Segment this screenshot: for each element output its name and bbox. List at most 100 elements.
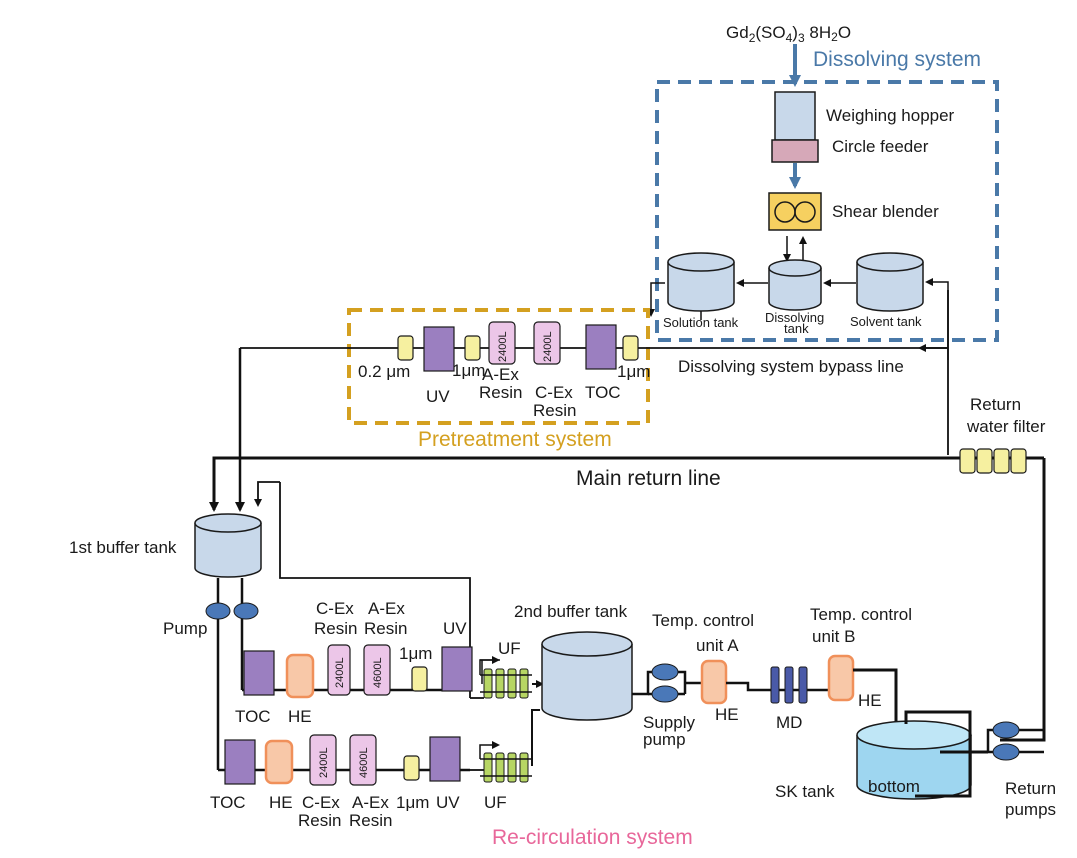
- return-water-filter-label-1: Return: [970, 395, 1021, 414]
- temp-control-b-label-1: Temp. control: [810, 605, 912, 624]
- pretreatment-border: [347, 308, 650, 425]
- recirc-top-toc-label: TOC: [235, 707, 271, 726]
- pretreat-a-ex-label-1: A-Ex: [482, 365, 519, 384]
- recirc-bot-he-label: HE: [269, 793, 293, 812]
- pretreat-a-ex-label-2: Resin: [479, 383, 522, 402]
- recirc-top-c-ex-label-2: Resin: [314, 619, 357, 638]
- pretreat-filter-1b-label: 1μm: [617, 362, 650, 381]
- recirc-bot-c-ex-volume: 2400L: [318, 747, 330, 778]
- bypass-line-label: Dissolving system bypass line: [678, 357, 904, 376]
- dissolving-system: Dissolving system Gd2(SO4)3 8H2O Weighin…: [647, 23, 999, 360]
- first-buffer-tank: [194, 513, 262, 578]
- pump-1: [205, 602, 231, 620]
- recirc-top-uv-label: UV: [443, 619, 467, 638]
- recirc-top-c-ex-label-1: C-Ex: [316, 599, 354, 618]
- recirc-bot-uv-label: UV: [436, 793, 460, 812]
- return-pump-2: [992, 743, 1020, 761]
- pretreat-c-ex-label-2: Resin: [533, 401, 576, 420]
- recirc-bot-a-ex-resin: [349, 734, 377, 786]
- return-pumps-label-2: pumps: [1005, 800, 1056, 819]
- temp-control-a-label-2: unit A: [696, 636, 739, 655]
- first-buffer-tank-label: 1st buffer tank: [69, 538, 177, 557]
- second-buffer-tank: [541, 631, 633, 721]
- supply-pump-1: [651, 663, 679, 681]
- pretreat-toc-label: TOC: [585, 383, 621, 402]
- return-water-filter: [959, 448, 1027, 474]
- recirc-top-uf-label: UF: [498, 639, 521, 658]
- recirc-bot-uf: [480, 752, 532, 783]
- supply-pump-label-2: pump: [643, 730, 686, 749]
- pretreat-uv: [423, 326, 455, 372]
- recirc-bot-toc-label: TOC: [210, 793, 246, 812]
- recirc-bot-c-ex-label-1: C-Ex: [302, 793, 340, 812]
- return-pumps-label-1: Return: [1005, 779, 1056, 798]
- recirc-bot-filter: [403, 755, 420, 781]
- pretreatment-title: Pretreatment system: [418, 428, 612, 451]
- pretreat-filter-1a: [464, 335, 481, 361]
- pretreat-filter-02: [397, 335, 414, 361]
- solvent-tank-label: Solvent tank: [850, 314, 922, 329]
- recirc-bot-c-ex-label-2: Resin: [298, 811, 341, 830]
- md-label: MD: [776, 713, 802, 732]
- recirc-top-uv: [441, 646, 473, 692]
- pretreat-filter-02-label: 0.2 μm: [358, 362, 410, 381]
- pump-2: [233, 602, 259, 620]
- pump-label: Pump: [163, 619, 207, 638]
- recirc-top-toc: [243, 650, 275, 696]
- recirc-top-filter: [411, 666, 428, 692]
- solution-tank-label: Solution tank: [663, 315, 739, 330]
- pretreat-c-ex-resin: [533, 321, 561, 365]
- temp-control-a-label-1: Temp. control: [652, 611, 754, 630]
- recirc-bot-a-ex-volume: 4600L: [358, 747, 370, 778]
- supply-pump-2: [651, 685, 679, 703]
- pretreat-toc: [585, 324, 617, 370]
- recirc-bot-a-ex-label-2: Resin: [349, 811, 392, 830]
- solvent-tank: [856, 252, 924, 312]
- temp-control-b-he: [827, 654, 855, 702]
- second-buffer-tank-label: 2nd buffer tank: [514, 602, 628, 621]
- temp-control-b-label-2: unit B: [812, 627, 855, 646]
- recirc-bot-c-ex-resin: [309, 734, 337, 786]
- main-return-line-label: Main return line: [576, 467, 721, 490]
- recirc-top-filter-label: 1μm: [399, 644, 432, 663]
- sk-tank-bottom-label: bottom: [868, 777, 920, 796]
- recirc-top-c-ex-resin: [327, 644, 351, 696]
- weighing-hopper-label: Weighing hopper: [826, 106, 955, 125]
- recirc-top-he-label: HE: [288, 707, 312, 726]
- recirc-top-a-ex-label-1: A-Ex: [368, 599, 405, 618]
- recirc-top-a-ex-volume: 4600L: [372, 657, 384, 688]
- dissolving-tank-label-2: tank: [784, 321, 809, 336]
- recirc-bot-uv: [429, 736, 461, 782]
- recirc-top-a-ex-resin: [363, 644, 391, 696]
- circle-feeder-label: Circle feeder: [832, 137, 929, 156]
- dissolving-system-border: [655, 80, 999, 342]
- shear-blender-label: Shear blender: [832, 202, 939, 221]
- dissolving-tank: [768, 259, 822, 311]
- recirculation-title: Re-circulation system: [492, 826, 693, 849]
- recirc-bot-uf-label: UF: [484, 793, 507, 812]
- recirc-top-c-ex-volume: 2400L: [334, 657, 346, 688]
- solution-tank: [667, 252, 735, 312]
- recirc-top-a-ex-label-2: Resin: [364, 619, 407, 638]
- recirc-bot-filter-label: 1μm: [396, 793, 429, 812]
- weighing-hopper: [774, 91, 816, 141]
- recirc-bot-a-ex-label-1: A-Ex: [352, 793, 389, 812]
- pretreat-a-ex-resin: [488, 321, 516, 365]
- pretreat-filter-1a-label: 1μm: [452, 361, 485, 380]
- supply-pump-label-1: Supply: [643, 713, 695, 732]
- pretreatment-system: Pretreatment system 0.2 μm UV 1μm 2400L …: [240, 308, 652, 451]
- pretreat-c-ex-volume: 2400L: [542, 331, 554, 362]
- sk-tank-label: SK tank: [775, 782, 835, 801]
- dissolving-system-title: Dissolving system: [813, 48, 981, 71]
- pretreat-a-ex-volume: 2400L: [497, 331, 509, 362]
- recirc-top-he: [285, 653, 315, 699]
- pretreat-filter-1b: [622, 335, 639, 361]
- temp-control-a-he: [700, 659, 728, 705]
- recirc-bot-he: [264, 739, 294, 785]
- dissolving-tank-label-1: Dissolving: [765, 310, 824, 325]
- pretreat-uv-label: UV: [426, 387, 450, 406]
- return-water-filter-label-2: water filter: [966, 417, 1046, 436]
- recirc-top-uf: [480, 668, 532, 699]
- return-pump-1: [992, 721, 1020, 739]
